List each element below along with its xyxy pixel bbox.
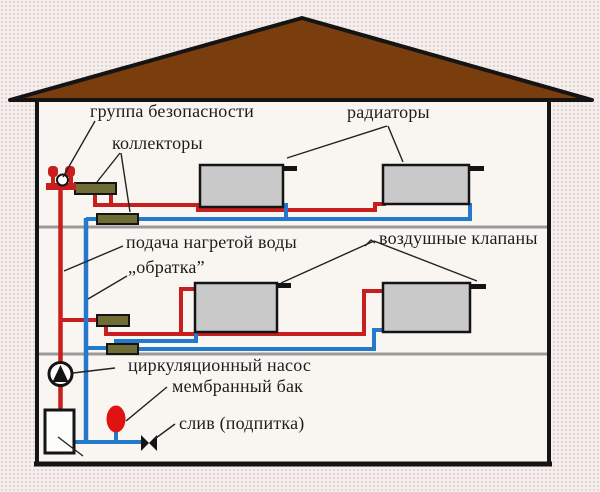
leader-radiator-2	[387, 125, 404, 163]
collector-supply-floor1	[74, 182, 117, 195]
leader-boiler	[57, 436, 84, 457]
leader-lines	[57, 120, 478, 457]
radiator-3	[193, 281, 291, 334]
floor2-supply-branch	[179, 287, 196, 334]
radiator-body	[193, 281, 279, 334]
drain-valve-icon	[141, 435, 157, 451]
radiator-4	[381, 281, 486, 334]
radiator-2	[381, 163, 484, 206]
air-valve-icon	[277, 283, 291, 288]
leader-safety-group	[62, 120, 96, 178]
safety-valve-icon	[48, 166, 58, 177]
pressure-gauge-icon	[56, 173, 69, 187]
leader-pump	[72, 367, 116, 374]
roof	[8, 16, 594, 102]
valve-left-triangle	[141, 435, 149, 451]
leader-air-valve-right	[373, 240, 478, 282]
label-air-valves: воздушные клапаны	[379, 228, 538, 248]
air-valve-icon	[283, 166, 297, 171]
collector-supply-floor2	[96, 314, 130, 327]
label-pump: циркуляционный насос	[128, 355, 312, 375]
radiators-group	[193, 163, 486, 334]
radiator-body	[381, 281, 472, 334]
collector-return-floor1	[96, 213, 139, 225]
leader-collector-2	[120, 152, 131, 213]
leader-air-valve-left	[280, 240, 375, 284]
membrane-tank	[106, 405, 126, 433]
collector-return-floor2	[106, 343, 139, 355]
leader-drain	[155, 423, 176, 439]
supply-pipe-network	[58, 187, 386, 411]
radiator-1	[198, 163, 297, 209]
label-return: „обратка”	[128, 257, 205, 277]
floor1-supply-run	[93, 193, 386, 212]
radiator-body	[198, 163, 285, 209]
leader-radiator-1	[286, 125, 388, 159]
house-walls	[34, 101, 552, 467]
label-collectors: коллекторы	[112, 133, 203, 153]
leader-return	[87, 275, 128, 300]
label-tank: мембранный бак	[172, 376, 304, 396]
floor2-supply-run	[104, 289, 384, 336]
leader-collector-1	[96, 152, 121, 183]
floor1-return-run	[137, 203, 472, 221]
floor2-return-run	[137, 328, 384, 351]
label-supply: подача нагретой воды	[126, 232, 297, 252]
circulation-pump-icon	[47, 361, 74, 387]
leader-supply	[63, 245, 124, 272]
label-drain: слив (подпитка)	[179, 413, 305, 433]
pump-rotor-triangle	[52, 365, 69, 382]
air-valve-icon	[470, 284, 486, 289]
safety-group	[46, 166, 76, 190]
air-valve-icon	[469, 166, 484, 171]
label-radiators: радиаторы	[347, 102, 430, 122]
safety-valve-stem-2	[69, 174, 73, 184]
leader-tank	[125, 386, 168, 422]
valve-right-triangle	[149, 435, 157, 451]
radiator-body	[381, 163, 471, 206]
safety-valve-stem-1	[51, 174, 55, 184]
safety-group-base	[46, 183, 76, 190]
label-safety-group: группа безопасности	[90, 101, 255, 121]
